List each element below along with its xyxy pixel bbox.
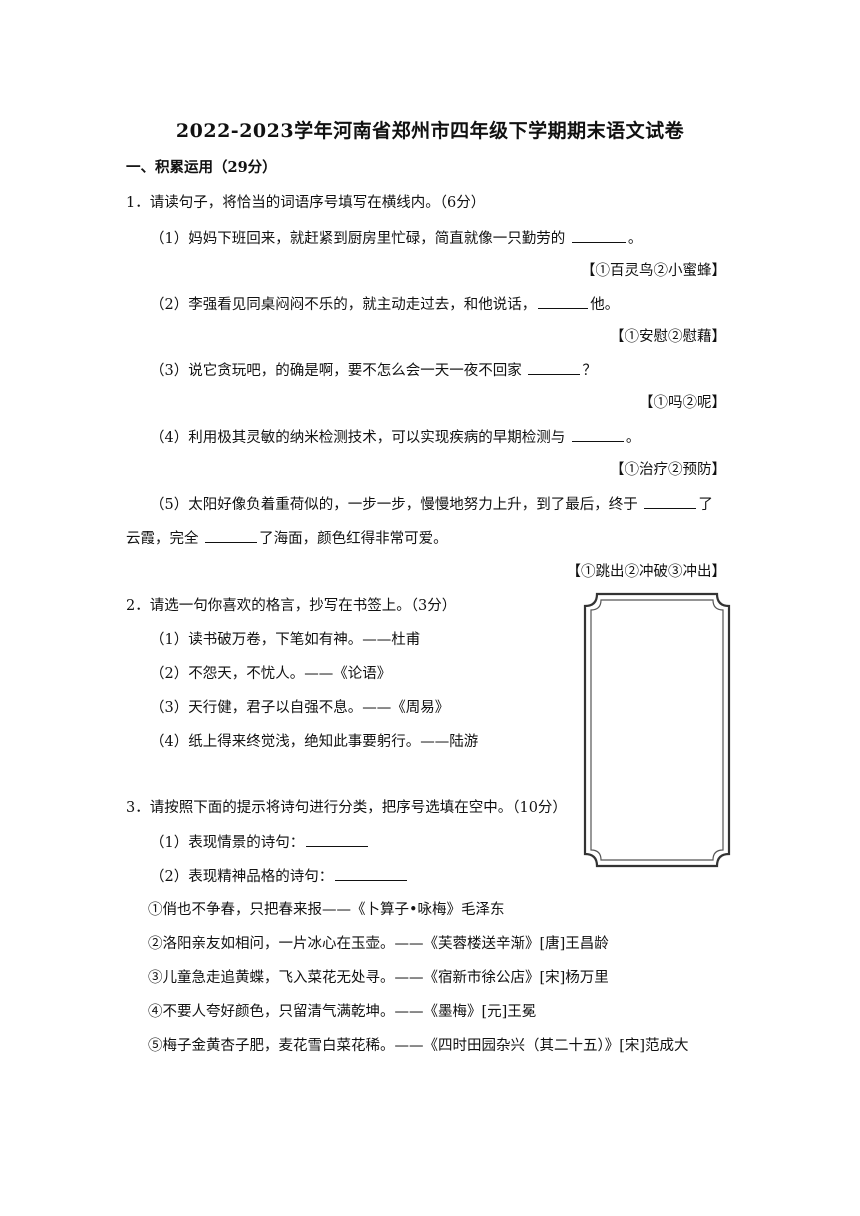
answer-blank[interactable] [205, 528, 258, 543]
question-1-options-2: 【①安慰②慰藉】 [610, 329, 726, 345]
answer-blank[interactable] [644, 494, 697, 509]
poem-item-4: ④不要人夸好颜色，只留清气满乾坤。——《墨梅》[元]王冕 [148, 1004, 537, 1020]
poem-item-1: ①俏也不争春，只把春来报——《卜算子•咏梅》毛泽东 [148, 902, 505, 918]
answer-blank[interactable] [538, 294, 589, 309]
poem-item-3: ③儿童急走追黄蝶，飞入菜花无处寻。——《宿新市徐公店》[宋]杨万里 [148, 970, 609, 986]
question-2-stem: 2．请选一句你喜欢的格言，抄写在书签上。（3分） [126, 598, 457, 614]
question-1-options-3: 【①吗②呢】 [639, 395, 726, 411]
motto-item-1: （1）读书破万卷，下笔如有神。——杜甫 [150, 632, 421, 648]
question-1-item-4: （4）利用极其灵敏的纳米检测技术，可以实现疾病的早期检测与 。 [150, 427, 640, 448]
question-1-item-3: （3）说它贪玩吧，的确是啊，要不怎么会一天一夜不回家 ？ [150, 360, 597, 381]
question-1-options-5: 【①跳出②冲破③冲出】 [566, 564, 727, 580]
motto-item-3: （3）天行健，君子以自强不息。——《周易》 [150, 700, 450, 716]
answer-blank[interactable] [335, 866, 408, 881]
question-3-prompt-2: （2）表现精神品格的诗句： [150, 866, 409, 887]
question-1-options-4: 【①治疗②预防】 [610, 462, 726, 478]
question-3-prompt-1: （1）表现情景的诗句： [150, 832, 370, 853]
answer-blank[interactable] [306, 832, 369, 847]
motto-item-2: （2）不怨天，不忧人。——《论语》 [150, 666, 392, 682]
question-1-item-1: （1）妈妈下班回来，就赶紧到厨房里忙碌，简直就像一只勤劳的 。 [150, 228, 642, 249]
answer-blank[interactable] [528, 360, 581, 375]
question-1-item-5-line-1: （5）太阳好像负着重荷似的，一步一步，慢慢地努力上升，到了最后，终于 了 [150, 494, 713, 515]
bookmark-frame [583, 592, 731, 868]
answer-blank[interactable] [571, 228, 626, 243]
answer-blank[interactable] [571, 427, 624, 442]
question-1-options-1: 【①百灵鸟②小蜜蜂】 [581, 263, 726, 279]
poem-item-2: ②洛阳亲友如相问，一片冰心在玉壶。——《芙蓉楼送辛渐》[唐]王昌龄 [148, 936, 609, 952]
question-3-stem: 3．请按照下面的提示将诗句进行分类，把序号选填在空中。（10分） [126, 800, 567, 816]
section-heading: 一、积累运用（29分） [126, 159, 277, 176]
question-1-item-2: （2）李强看见同桌闷闷不乐的，就主动走过去，和他说话，他。 [150, 294, 619, 315]
question-1-item-5-line-2: 云霞，完全 了海面，颜色红得非常可爱。 [126, 528, 448, 549]
page-title: 2022-2023学年河南省郑州市四年级下学期期末语文试卷 [175, 120, 685, 142]
question-1-stem: 1．请读句子，将恰当的词语序号填写在横线内。（6分） [126, 195, 486, 211]
motto-item-4: （4）纸上得来终觉浅，绝知此事要躬行。——陆游 [150, 734, 479, 750]
poem-item-5: ⑤梅子金黄杏子肥，麦花雪白菜花稀。——《四时田园杂兴（其二十五）》[宋]范成大 [148, 1038, 689, 1054]
